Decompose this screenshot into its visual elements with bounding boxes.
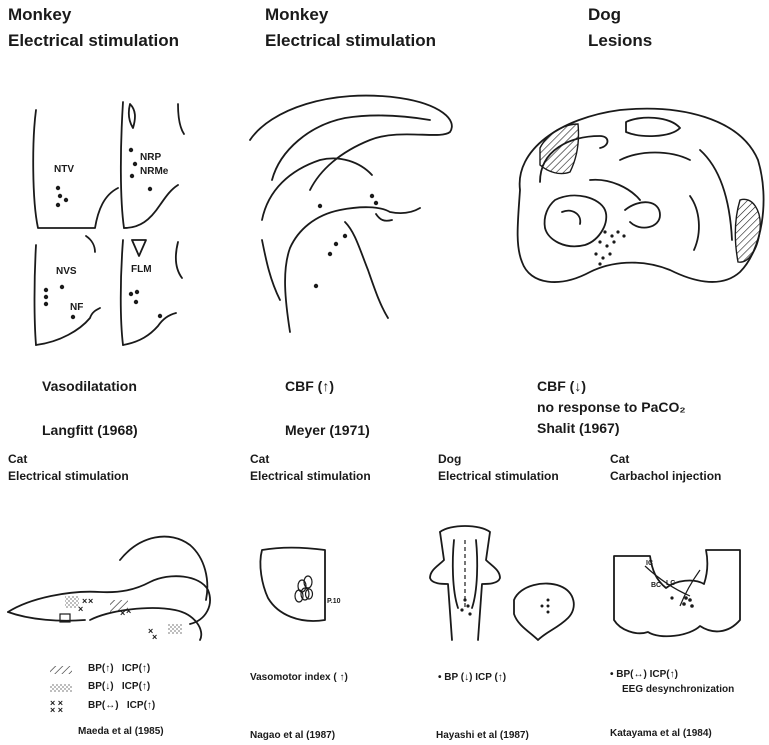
panel1-citation: Langfitt (1968) [42,421,138,439]
panel2-citation: Meyer (1971) [285,421,370,439]
legend-row1: BP(↑) ICP(↑) [88,663,150,675]
panel1-effect: Vasodilatation [42,377,137,395]
label-ic: IC [646,560,653,567]
cat-pons-diagram [614,550,740,636]
svg-text:×: × [88,596,93,606]
panel4-citation: Maeda et al (1985) [78,726,164,738]
label-nvs: NVS [56,266,77,277]
panel7-result: • BP(↔) ICP(↑) [610,669,678,681]
svg-text:×: × [120,608,125,618]
panel6-citation: Hayashi et al (1987) [436,730,529,742]
svg-text:×: × [126,606,131,616]
dog-brain-diagram [518,109,764,282]
label-p10: P.10 [327,598,341,605]
label-flm: FLM [131,264,152,275]
legend-symbols: × × × × [50,666,72,715]
panel5-citation: Nagao et al (1987) [250,730,335,742]
panel6-method: Electrical stimulation [438,469,559,483]
label-bc: BC [651,582,661,589]
panel7-method: Carbachol injection [610,469,721,483]
label-nf: NF [70,302,83,313]
panel6-species: Dog [438,452,461,466]
label-ntv: NTV [54,164,74,175]
panel2-effect: CBF (↑) [285,377,334,395]
svg-text:×: × [78,604,83,614]
legend-row2: BP(↓) ICP(↑) [88,681,150,693]
panel7-citation: Katayama et al (1984) [610,728,712,740]
panel5-result: Vasomotor index ( ↑) [250,672,348,684]
panel3-effect: CBF (↓) [537,377,586,395]
panel3-note: no response to PaCO₂ [537,398,686,416]
panel5-species: Cat [250,452,269,466]
panel7-note: EEG desynchronization [622,684,734,696]
panel5-method: Electrical stimulation [250,469,371,483]
legend-row3: BP(↔) ICP(↑) [88,700,155,712]
cat-coronal-diagram [260,548,325,621]
sagittal-brainstem-diagram [250,96,452,332]
panel6-result: • BP (↓) ICP (↑) [438,672,506,684]
panel4-species: Cat [8,452,27,466]
label-nrme: NRMe [140,166,168,177]
label-nrp: NRP [140,152,161,163]
svg-text:× ×: × × [50,705,63,715]
panel4-method: Electrical stimulation [8,469,129,483]
cat-sagittal-diagram [8,537,210,640]
brainstem-sections-diagram [33,102,184,345]
label-lc: LC [666,580,675,587]
panel3-citation: Shalit (1967) [537,419,619,437]
panel7-species: Cat [610,452,629,466]
dog-brainstem-diagram [430,526,574,640]
svg-text:×: × [152,632,157,642]
